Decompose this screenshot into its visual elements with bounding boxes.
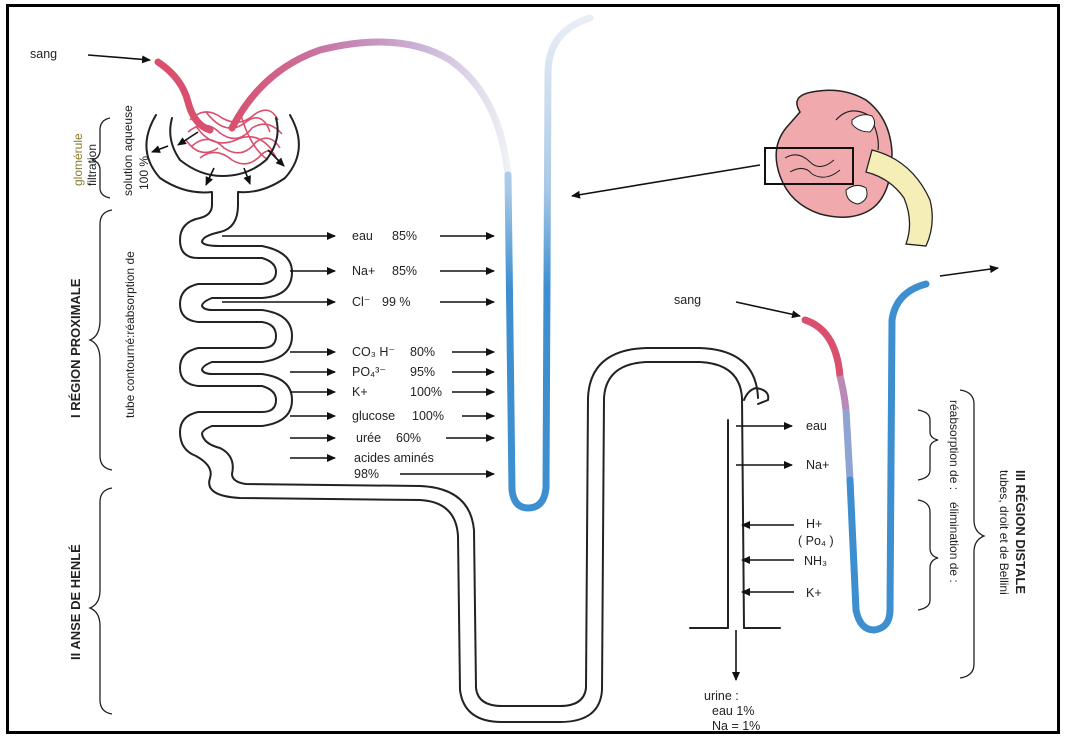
urine-na: Na = 1% bbox=[712, 719, 760, 733]
proximal-item-name: eau bbox=[352, 229, 373, 243]
distal-elimination-item: H+ bbox=[806, 517, 822, 531]
filtration-label: filtration bbox=[85, 144, 99, 186]
proximal-item-name: urée bbox=[356, 431, 381, 445]
tubes-droit-label: tubes, droit et de Bellini bbox=[997, 470, 1011, 595]
proximal-item-pct: 60% bbox=[396, 431, 421, 445]
urine-label: urine : eau 1% Na = 1% bbox=[704, 689, 760, 733]
kidney-inset bbox=[765, 90, 932, 246]
elimination-label: élimination de : bbox=[947, 502, 961, 583]
region-proximale-label: I RÉGION PROXIMALE bbox=[68, 278, 83, 418]
proximal-item-name: acides aminés bbox=[354, 451, 434, 465]
sang-label-top: sang bbox=[30, 47, 57, 61]
proximal-item-name: CO₃ H⁻ bbox=[352, 345, 395, 359]
distal-items: eau Na+ H+ ( Po₄ ) NH₃ K+ bbox=[798, 419, 834, 600]
proximal-item-pct: 99 % bbox=[382, 295, 411, 309]
proximal-item-pct: 85% bbox=[392, 229, 417, 243]
proximal-item-name: Cl⁻ bbox=[352, 295, 370, 309]
sang-label-right: sang bbox=[674, 293, 701, 307]
blood-vessel-distal bbox=[805, 284, 926, 630]
distal-elimination-item: K+ bbox=[806, 586, 822, 600]
distal-elimination-item: ( Po₄ ) bbox=[798, 534, 834, 548]
proximal-item-pct: 80% bbox=[410, 345, 435, 359]
proximal-item-name: glucose bbox=[352, 409, 395, 423]
proximal-item-pct: 100% bbox=[412, 409, 444, 423]
distal-reabsorption-item: Na+ bbox=[806, 458, 829, 472]
proximal-item-pct: 98% bbox=[354, 467, 379, 481]
proximal-item-name: Na+ bbox=[352, 264, 375, 278]
urine-title: urine : bbox=[704, 689, 739, 703]
solution-aqueuse-label: solution aqueuse bbox=[121, 105, 135, 196]
proximal-item-pct: 100% bbox=[410, 385, 442, 399]
proximal-item-pct: 95% bbox=[410, 365, 435, 379]
distal-elimination-item: NH₃ bbox=[804, 554, 827, 568]
tube-contourne-label: tube contourné:réabsorption de bbox=[123, 251, 137, 418]
glomerule-label: glomérule bbox=[71, 133, 85, 186]
distal-reabsorption-item: eau bbox=[806, 419, 827, 433]
proximal-item-name: PO₄³⁻ bbox=[352, 365, 386, 379]
proximal-convoluted-tubule bbox=[180, 205, 780, 722]
urine-eau: eau 1% bbox=[712, 704, 754, 718]
reabsorption-label: réabsorption de : bbox=[947, 400, 961, 490]
anse-henle-label: II ANSE DE HENLÉ bbox=[68, 544, 83, 660]
cent-pct-label: 100 % bbox=[137, 156, 151, 190]
proximal-item-pct: 85% bbox=[392, 264, 417, 278]
proximal-items: eau 85% Na+ 85% Cl⁻ 99 % CO₃ H⁻ 80% PO₄³… bbox=[352, 229, 444, 481]
region-distale-label: III RÉGION DISTALE bbox=[1013, 470, 1028, 594]
proximal-item-name: K+ bbox=[352, 385, 368, 399]
